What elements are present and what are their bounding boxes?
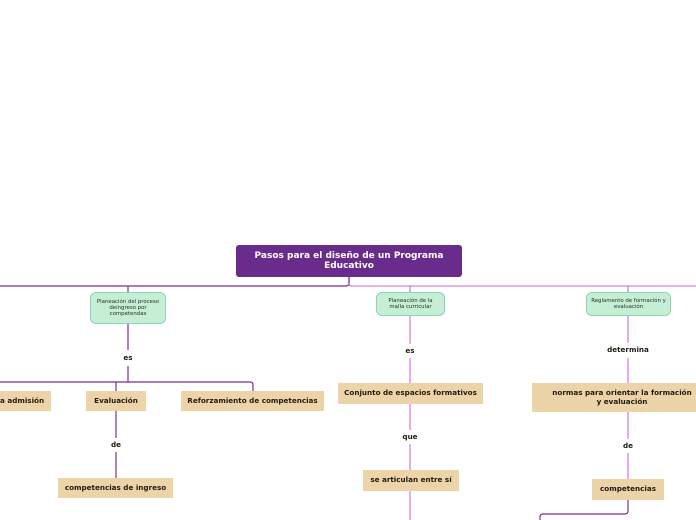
topic-planeacion-ingreso-text: Planeación del proceso deingreso por com… [96,298,160,318]
topic-normas-text: normas para orientar la formación y eval… [552,388,692,406]
topic-competencias[interactable]: competencias [592,479,664,500]
topic-espacios-formativos[interactable]: Conjunto de espacios formativos [338,383,483,404]
topic-se-articulan[interactable]: se articulan entre sí [363,470,459,491]
relation-label-que: que [398,431,422,443]
topic-planeacion-ingreso[interactable]: Planeación del proceso deingreso por com… [90,292,166,324]
topic-malla-curricular[interactable]: Planeación de la malla curricular [376,292,445,316]
relation-label-de-1: de [106,439,126,451]
topic-reglamento[interactable]: Reglamento de formación y evaluación [586,292,671,316]
root-link-right [348,282,696,287]
link-branch-1-bus [0,366,254,391]
relation-label-de-1-text: de [110,439,122,449]
topic-competencias-ingreso[interactable]: competencias de ingreso [58,478,173,498]
topic-competencias-ingreso-text: competencias de ingreso [64,482,167,492]
relation-label-es-2: es [400,345,420,357]
relation-label-que-text: que [402,431,418,441]
relation-label-es-2-text: es [405,345,415,355]
relation-label-es-1-text: es [123,352,133,362]
relation-label-determina: determina [604,344,652,356]
root-topic[interactable]: Pasos para el diseño de un Programa Educ… [236,245,462,277]
topic-reforzamiento[interactable]: Reforzamiento de competencias [181,391,324,411]
topic-admision[interactable]: a admisión [0,391,51,411]
topic-se-articulan-text: se articulan entre sí [370,475,452,485]
topic-reforzamiento-text: Reforzamiento de competencias [187,395,318,405]
topic-evaluacion-text: Evaluación [94,395,138,405]
relation-label-determina-text: determina [607,344,649,354]
topic-reglamento-text: Reglamento de formación y evaluación [591,297,666,310]
topic-competencias-text: competencias [600,484,656,494]
topic-normas[interactable]: normas para orientar la formación y eval… [532,383,696,412]
topic-espacios-formativos-text: Conjunto de espacios formativos [344,388,477,398]
relation-label-de-3-text: de [622,440,634,450]
link-competencias-bus [539,500,629,520]
topic-malla-curricular-text: Planeación de la malla curricular [388,297,433,310]
root-link [0,276,350,287]
topic-admision-text: a admisión [0,395,45,405]
relation-label-de-3: de [618,440,638,452]
topic-evaluacion[interactable]: Evaluación [86,391,146,411]
relation-label-es-1: es [118,352,138,364]
root-topic-text: Pasos para el diseño de un Programa Educ… [254,250,444,271]
